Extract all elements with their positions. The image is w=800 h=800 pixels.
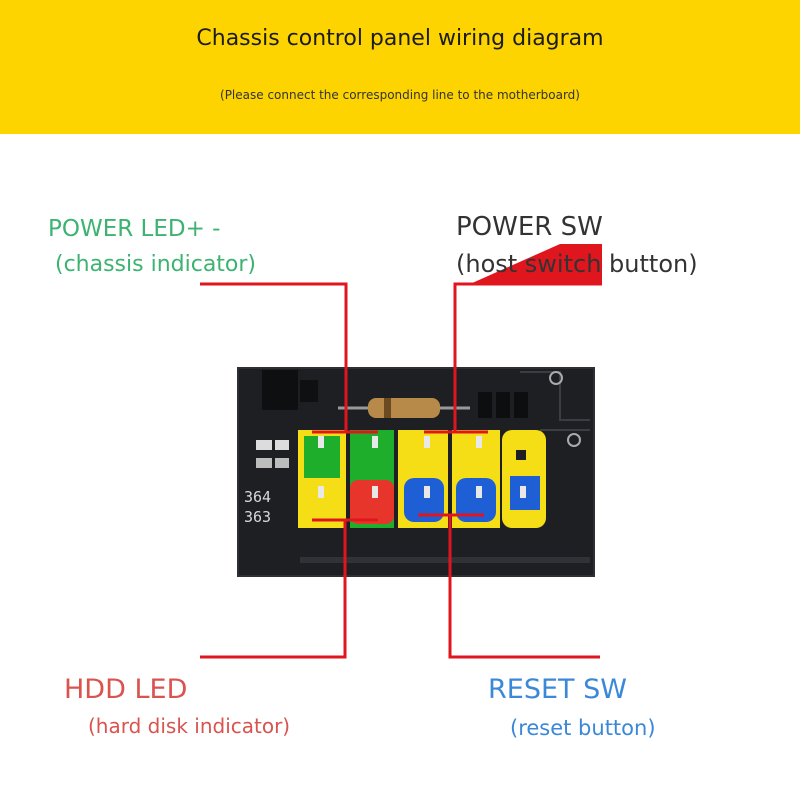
power-led-description: (chassis indicator): [48, 252, 257, 277]
hdd-led-wire: [200, 518, 378, 659]
pin-blue: [404, 478, 444, 522]
pin-blue: [456, 478, 496, 522]
reset-sw-description: (reset button): [510, 716, 656, 740]
header-pins: [318, 436, 526, 498]
power-led-wire: [200, 282, 378, 434]
power-sw-label: POWER SW: [456, 212, 603, 242]
pin-red: [350, 480, 394, 524]
page-title: Chassis control panel wiring diagram: [196, 26, 604, 51]
diode-component: [368, 398, 440, 418]
reset-sw-label: RESET SW: [488, 674, 627, 705]
silkscreen-label: 363: [244, 508, 271, 526]
pin-header: [298, 430, 546, 528]
power-sw-wire-flare: [470, 244, 602, 284]
reset-sw-wire: [418, 513, 600, 659]
silkscreen-label: 364: [244, 488, 271, 506]
hdd-led-label: HDD LED: [64, 674, 188, 705]
header-banner: Chassis control panel wiring diagram (Pl…: [0, 0, 800, 134]
chip-component: [262, 370, 298, 410]
power-sw-description: (host switch button): [456, 250, 698, 278]
page-subtitle: (Please connect the corresponding line t…: [220, 88, 580, 102]
hdd-led-description: (hard disk indicator): [88, 714, 291, 738]
power-led-label: POWER LED+ -: [48, 216, 221, 242]
